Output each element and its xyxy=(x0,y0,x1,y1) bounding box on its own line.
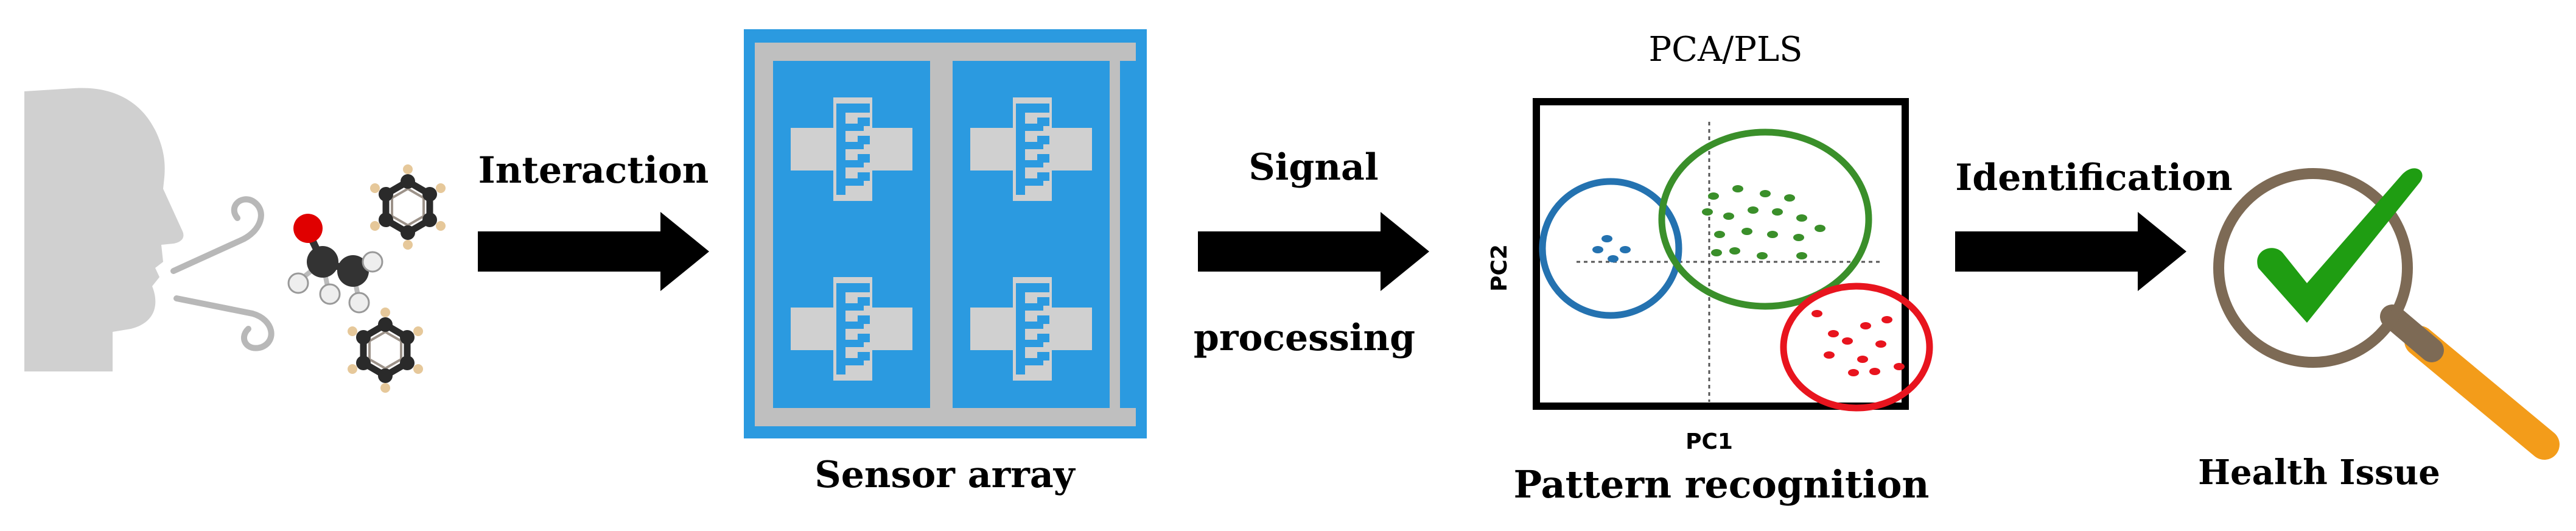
scatter-point-green xyxy=(1708,192,1719,200)
interaction-label: Interaction xyxy=(478,149,709,192)
processing-label: processing xyxy=(1194,317,1415,359)
cluster-blue-ellipse xyxy=(1539,178,1682,319)
scatter-point-green xyxy=(1757,252,1768,259)
signal-label: Signal xyxy=(1248,146,1378,189)
scatter-point-red xyxy=(1824,351,1835,359)
scatter-point-green xyxy=(1732,185,1743,192)
scatter-point-green xyxy=(1748,206,1759,214)
identification-label: Identification xyxy=(1955,156,2233,199)
scatter-point-green xyxy=(1784,194,1795,202)
benzene-molecule-icon xyxy=(348,308,423,393)
cluster-green-ellipse xyxy=(1658,128,1872,310)
pca-pls-title: PCA/PLS xyxy=(1648,30,1802,69)
scatter-point-blue xyxy=(1592,246,1603,253)
scatter-point-green xyxy=(1714,231,1725,238)
scatter-point-red xyxy=(1848,369,1859,376)
scatter-point-blue xyxy=(1608,255,1619,262)
arrow-interaction xyxy=(478,212,709,291)
pc1-axis-label: PC1 xyxy=(1685,429,1733,454)
cluster-red-ellipse xyxy=(1780,283,1933,412)
scatter-point-green xyxy=(1723,213,1734,220)
scatter-point-green xyxy=(1741,228,1752,235)
face-silhouette-icon xyxy=(24,88,184,371)
scatter-point-green xyxy=(1760,190,1771,197)
scatter-point-green xyxy=(1815,225,1825,232)
scatter-point-green xyxy=(1796,252,1807,259)
benzene-molecule-icon xyxy=(370,164,446,250)
health-issue-label: Health Issue xyxy=(2198,452,2440,493)
scatter-point-red xyxy=(1869,368,1880,375)
scatter-point-red xyxy=(1881,316,1892,323)
pc2-axis-label: PC2 xyxy=(1487,244,1512,292)
arrow-signal-processing xyxy=(1198,212,1429,291)
pattern-recognition-label: Pattern recognition xyxy=(1514,462,1930,507)
scatter-point-red xyxy=(1857,356,1868,363)
scatter-point-green xyxy=(1767,231,1778,238)
breath-swirl-icon xyxy=(170,196,275,351)
ethanol-molecule-icon xyxy=(287,214,383,314)
scatter-point-red xyxy=(1828,330,1839,337)
scatter-point-green xyxy=(1729,247,1740,255)
arrow-identification xyxy=(1955,212,2186,291)
scatter-point-red xyxy=(1894,363,1905,370)
scatter-point-blue xyxy=(1620,246,1631,253)
scatter-point-green xyxy=(1711,249,1722,256)
scatter-point-green xyxy=(1772,208,1783,216)
scatter-point-green xyxy=(1796,214,1807,222)
scatter-point-green xyxy=(1702,208,1713,216)
sensor-array-label: Sensor array xyxy=(814,454,1076,496)
magnifier-check-icon xyxy=(2213,168,2560,460)
scatter-point-red xyxy=(1860,322,1871,329)
scatter-point-red xyxy=(1811,310,1822,317)
scatter-point-blue xyxy=(1601,235,1612,242)
pca-plot xyxy=(1533,98,1933,412)
scatter-point-green xyxy=(1793,234,1804,241)
sensor-array xyxy=(744,29,1147,438)
scatter-point-red xyxy=(1875,340,1886,348)
scatter-point-red xyxy=(1842,337,1853,345)
